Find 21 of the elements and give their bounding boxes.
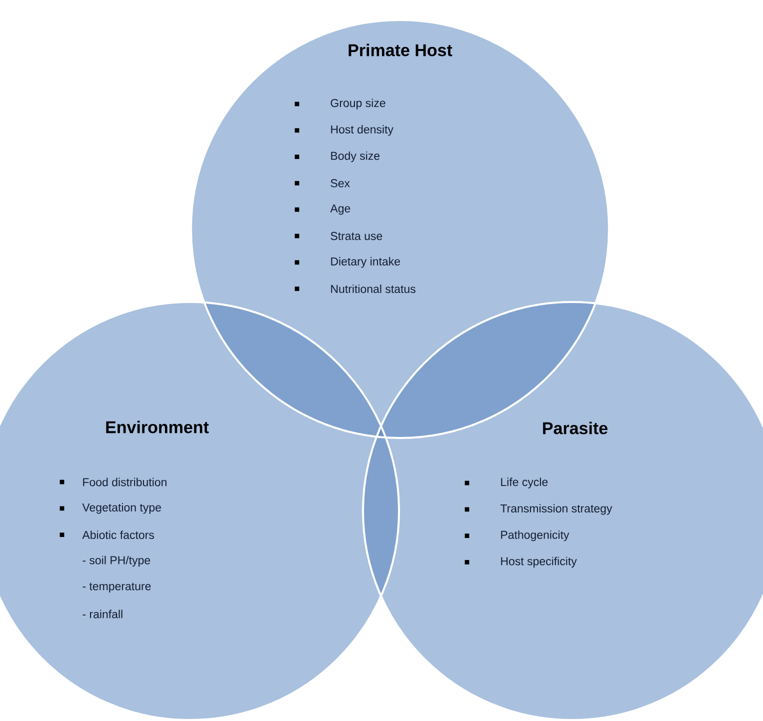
bullet-item: Nutritional status [294, 284, 416, 294]
bullet-item: Life cycle [464, 478, 548, 488]
circle-heading: Parasite [543, 422, 608, 434]
bullet-item: Sex [294, 179, 350, 188]
bullet-item: Abiotic factors [60, 530, 154, 540]
bullet-item: Transmission strategy [464, 504, 612, 515]
bullet-item: Age [294, 204, 350, 215]
bullet-item: Vegetation type [60, 503, 161, 514]
circle-heading: Primate Host [348, 44, 452, 56]
bullet-item: Group size [294, 98, 386, 110]
circle-heading: Environment [106, 420, 209, 434]
sub-item: - soil PH/type [82, 556, 150, 567]
bullet-item: Host density [294, 125, 394, 136]
bullet-item: Body size [294, 151, 380, 162]
sub-item: - temperature [82, 582, 151, 593]
bullet-item: Strata use [294, 232, 382, 240]
bullet-item: Dietary intake [294, 257, 400, 268]
bullet-item: Host specificity [464, 556, 577, 568]
bullet-item: Pathogenicity [464, 530, 570, 542]
sub-item: - rainfall [82, 610, 122, 618]
bullet-item: Food distribution [60, 478, 166, 486]
